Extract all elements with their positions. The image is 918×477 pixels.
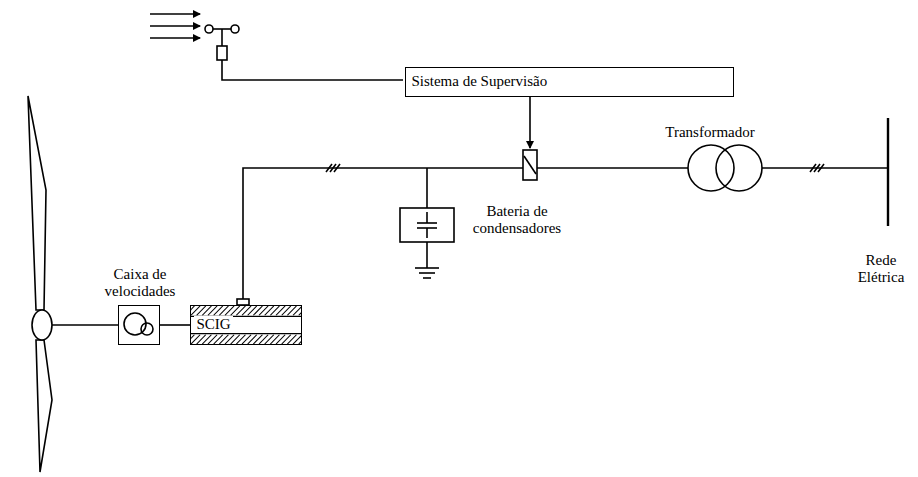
node-text: SCIG [194, 316, 232, 333]
transformer-label: Transformador [650, 124, 770, 141]
generator-box: SCIG [190, 305, 302, 345]
grid-label: Rede Elétrica [846, 252, 916, 286]
supervision-box: Sistema de Supervisão [405, 67, 734, 97]
node-heading: Caixa de velocidades [95, 266, 185, 300]
shaft-connector [160, 324, 190, 326]
capacitor-label: Bateria de condensadores [462, 203, 572, 237]
node-text: Sistema de Supervisão [411, 73, 547, 90]
gearbox: Caixa de velocidades [118, 305, 160, 345]
gear-symbol [119, 306, 159, 344]
